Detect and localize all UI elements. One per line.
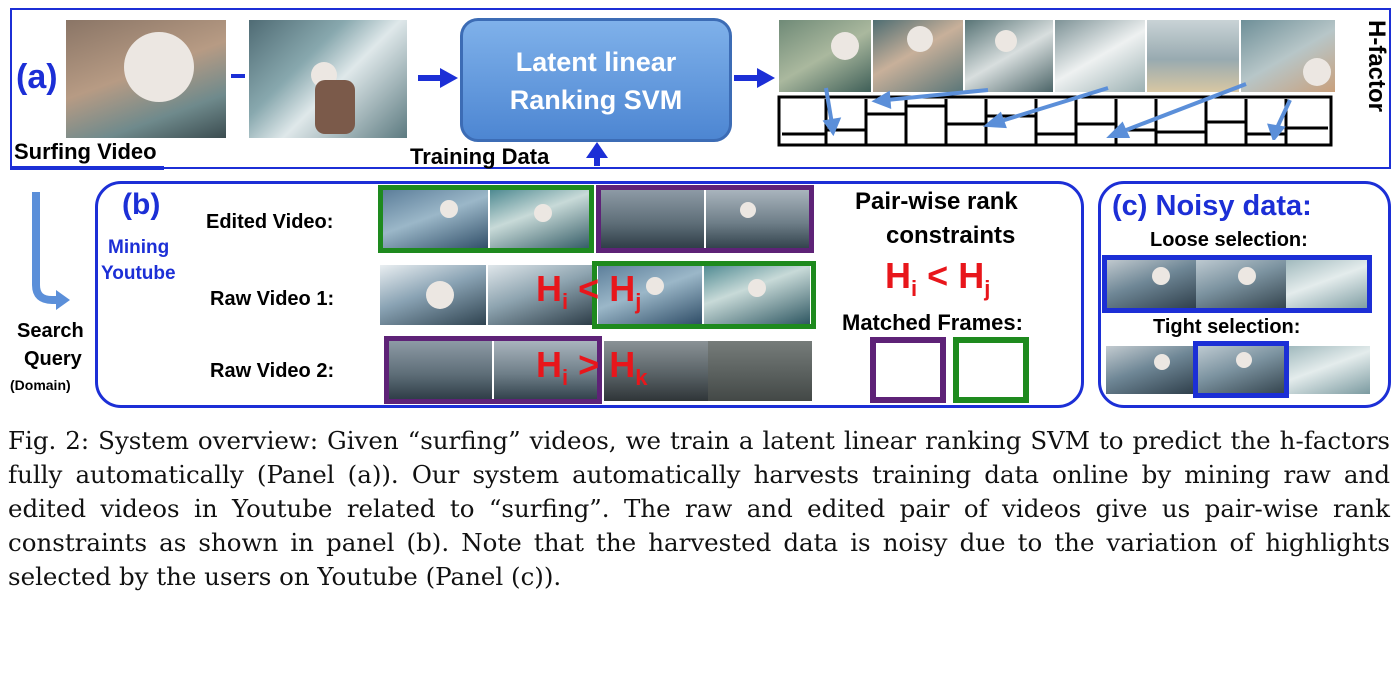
training-data-label: Training Data <box>410 144 550 169</box>
svm-line-1: Latent linear <box>515 47 677 77</box>
figure-caption: Fig. 2: System overview: Given “surfing”… <box>8 426 1390 591</box>
search-query-line2: Query <box>24 348 82 370</box>
search-query-arrow <box>32 192 70 310</box>
hfactor-frame-5 <box>1147 20 1239 92</box>
h-factor-label: H-factor <box>1363 20 1390 113</box>
surfing-frame-1 <box>66 20 226 138</box>
search-query-line3: (Domain) <box>10 377 71 393</box>
surfing-video-underline <box>10 166 164 170</box>
edited-green-box <box>378 185 594 253</box>
raw2-purple-box <box>384 336 602 404</box>
raw1-frame-3 <box>598 265 702 325</box>
pw-rhs-sub: j <box>984 276 991 302</box>
blurred-face <box>740 202 756 218</box>
blurred-face <box>534 204 552 222</box>
raw2-frame-1 <box>388 341 492 401</box>
blurred-face <box>124 32 194 102</box>
tight-frame-2 <box>1196 346 1286 394</box>
surfing-video-label: Surfing Video <box>14 139 157 164</box>
raw1-frame-1 <box>380 265 486 325</box>
loose-frame-2 <box>1196 259 1286 309</box>
blurred-face <box>995 30 1017 52</box>
edited-frame-3 <box>600 190 704 250</box>
edited-frame-2 <box>490 190 594 250</box>
pw-rhs: H <box>958 255 985 296</box>
edited-purple-box <box>596 185 814 253</box>
matched-frames-label: Matched Frames: <box>842 310 1023 335</box>
loose-frame-1 <box>1106 259 1196 309</box>
eq2-rhs-sub: k <box>635 365 648 391</box>
hfactor-frame-6 <box>1241 20 1335 92</box>
blurred-face <box>907 26 933 52</box>
raw2-frame-3 <box>604 341 708 401</box>
tight-selection-label: Tight selection: <box>1153 316 1301 338</box>
raw1-green-box <box>592 261 816 329</box>
raw2-frame-2 <box>494 341 598 401</box>
eq1-rhs: H <box>609 268 636 309</box>
matched-green-box <box>953 337 1029 403</box>
noisy-data-title: (c) Noisy data: <box>1112 190 1312 222</box>
matched-purple-box <box>870 337 946 403</box>
eq1-lhs-sub: i <box>562 289 569 315</box>
blurred-face <box>1152 267 1170 285</box>
pairwise-line1: Pair-wise rank <box>855 188 1018 215</box>
hfactor-timeline <box>777 95 1333 147</box>
hfactor-frame-4 <box>1055 20 1145 92</box>
tight-frame-1 <box>1106 346 1196 394</box>
eq-raw1: Hi < Hj <box>536 268 641 315</box>
hfactor-frame-1 <box>779 20 871 92</box>
blurred-face <box>1238 267 1256 285</box>
blurred-face <box>831 32 859 60</box>
mining-line1: Mining <box>108 237 170 258</box>
pw-lhs: H <box>885 255 911 296</box>
loose-frame-3 <box>1286 259 1370 309</box>
eq1-rhs-sub: j <box>635 289 642 315</box>
raw1-frame-2 <box>488 265 592 325</box>
hfactor-frame-2 <box>873 20 963 92</box>
mining-line2: Youtube <box>101 263 176 284</box>
raw-video2-label: Raw Video 2: <box>210 360 335 382</box>
hfactor-frame-3 <box>965 20 1053 92</box>
tight-selection-box <box>1193 341 1289 398</box>
blurred-face <box>1154 354 1170 370</box>
tight-frame-3 <box>1286 346 1370 394</box>
raw1-frame-4 <box>704 265 810 325</box>
pw-op: < <box>927 255 949 296</box>
eq1-op: < <box>578 268 600 309</box>
svm-box: Latent linear Ranking SVM <box>460 18 732 142</box>
blurred-face <box>1236 352 1252 368</box>
panel-b <box>95 181 1084 408</box>
blurred-face <box>440 200 458 218</box>
panel-c <box>1098 181 1391 408</box>
blurred-face <box>646 277 664 295</box>
blurred-face <box>1303 58 1331 86</box>
pw-lhs-sub: i <box>911 276 918 302</box>
eq2-rhs: H <box>609 344 636 385</box>
loose-selection-label: Loose selection: <box>1150 229 1308 251</box>
edited-frame-1 <box>382 190 488 250</box>
edited-video-label: Edited Video: <box>206 211 334 233</box>
dash-connector <box>231 74 245 78</box>
panel-b-tag: (b) <box>122 188 161 221</box>
pairwise-line2: constraints <box>886 222 1016 249</box>
edited-frame-4 <box>706 190 810 250</box>
eq2-op: > <box>578 344 600 385</box>
panel-a <box>10 8 1391 169</box>
blurred-face <box>748 279 766 297</box>
eq2-lhs: H <box>536 344 562 385</box>
svm-line-2: Ranking SVM <box>509 85 683 115</box>
raw-video1-label: Raw Video 1: <box>210 288 335 310</box>
eq-raw2: Hi > Hk <box>536 344 647 391</box>
eq1-lhs: H <box>536 268 562 309</box>
raw2-frame-4 <box>708 341 812 401</box>
pairwise-eq: Hi < Hj <box>885 255 990 302</box>
blurred-face <box>426 281 454 309</box>
search-query-line1: Search <box>17 320 84 342</box>
eq2-lhs-sub: i <box>562 365 569 391</box>
loose-selection-box <box>1102 255 1372 313</box>
surfer-silhouette <box>315 80 355 134</box>
panel-a-tag: (a) <box>16 58 58 96</box>
surfing-frame-2 <box>249 20 407 138</box>
